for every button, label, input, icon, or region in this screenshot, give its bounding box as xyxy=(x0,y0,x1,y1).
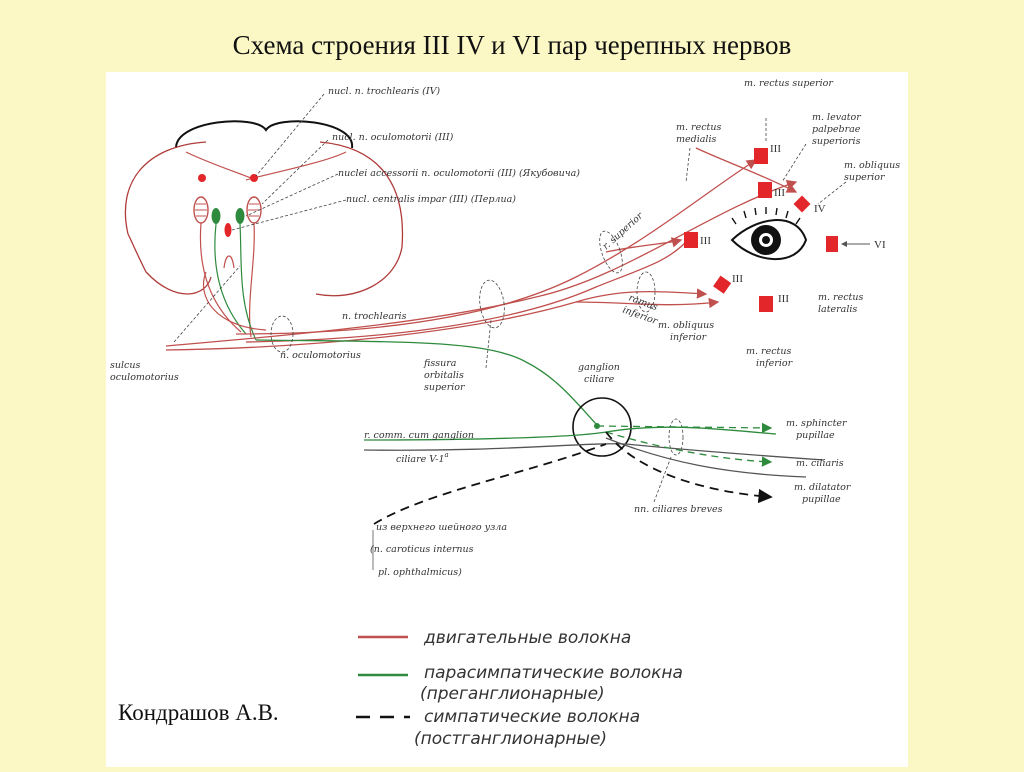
label-nn-ciliares: nn. ciliares breves xyxy=(634,504,723,515)
label-nuclei-accessorii: nuclei accessorii n. oculomotorii (III) … xyxy=(338,168,580,179)
label-m-dilatator-2: pupillae xyxy=(802,494,841,505)
nucleus-trochlear-left xyxy=(198,174,206,182)
muscle-rectus-superior xyxy=(754,148,768,164)
label-m-rectus-inferior-1: m. rectus xyxy=(746,346,791,357)
labels: nucl. n. trochlearis (IV) nucl. n. oculo… xyxy=(110,78,900,578)
legend-symp-1: симпатические волокна xyxy=(424,707,640,727)
label-m-sphincter-2: pupillae xyxy=(796,430,835,441)
label-fissura: fissura xyxy=(423,358,457,369)
muscle-levator xyxy=(758,182,772,198)
label-m-obliquus-inf-1: m. obliquus xyxy=(658,320,714,331)
parasympathetic-root xyxy=(255,339,597,425)
label-m-obliquus-sup-2: superior xyxy=(844,172,886,183)
muscle-rectus-lateralis xyxy=(826,236,838,252)
label-sulcus: sulcus xyxy=(110,360,140,371)
roman-rectus-inferior: III xyxy=(778,293,789,305)
label-ganglion: ganglion xyxy=(578,362,620,373)
muscle-rectus-medialis xyxy=(684,232,698,248)
label-ciliare: ciliare xyxy=(584,374,615,385)
label-m-sphincter-1: m. sphincter xyxy=(786,418,848,429)
label-m-rectus-medialis-1: m. rectus xyxy=(676,122,721,133)
label-nucl-centralis: nucl. centralis impar (III) (Перлиа) xyxy=(346,194,516,205)
label-symp-2: (n. caroticus internus xyxy=(370,544,474,555)
nerve-diagram: nucl. n. trochlearis (IV) nucl. n. oculo… xyxy=(110,78,900,749)
label-m-rectus-lateralis-2: lateralis xyxy=(818,304,857,315)
slide-title: Схема строения III IV и VI пар черепных … xyxy=(232,30,792,60)
legend: двигательные волокна парасимпатические в… xyxy=(356,628,683,749)
muscle-obliquus-inferior xyxy=(713,275,732,294)
label-r-comm-2: ciliare V-1a xyxy=(396,451,449,465)
label-m-ciliaris: m. ciliaris xyxy=(796,458,844,469)
roman-obliquus-inferior: III xyxy=(732,273,743,285)
nerve-trunks xyxy=(165,147,798,425)
label-m-dilatator-1: m. dilatator xyxy=(794,482,852,493)
eye xyxy=(730,207,808,261)
roman-rectus-medialis: III xyxy=(700,235,711,247)
label-symp-3: pl. ophthalmicus) xyxy=(378,567,462,578)
motor-fiber-decussation xyxy=(185,151,347,181)
legend-para-2: (преганглионарные) xyxy=(420,684,605,704)
label-m-levator-2: palpebrae xyxy=(812,124,861,135)
label-m-rectus-inferior-2: inferior xyxy=(756,358,794,369)
label-m-levator-1: m. levator xyxy=(812,112,862,123)
label-r-comm-1: r. comm. cum ganglion xyxy=(364,430,474,441)
nuclei xyxy=(193,174,262,237)
legend-para-1: парасимпатические волокна xyxy=(424,663,683,683)
roman-rectus-superior: III xyxy=(770,143,781,155)
label-m-obliquus-inf-2: inferior xyxy=(670,332,708,343)
label-n-oculomotorius: n. oculomotorius xyxy=(280,350,361,361)
label-m-rectus-superior: m. rectus superior xyxy=(744,78,834,89)
roman-rectus-lateralis: VI xyxy=(874,239,886,251)
roman-levator: III xyxy=(774,187,785,199)
label-orbitalis: orbitalis xyxy=(424,370,464,381)
n-trochlearis-path xyxy=(165,179,798,347)
ganglion-ciliare xyxy=(572,397,632,457)
label-nucl-oculomotorii: nucl. n. oculomotorii (III) xyxy=(332,132,454,143)
ciliary-fibers xyxy=(363,422,825,570)
legend-motor: двигательные волокна xyxy=(423,628,631,648)
label-m-levator-3: superioris xyxy=(812,136,861,147)
label-m-rectus-medialis-2: medialis xyxy=(676,134,716,145)
diagram-panel: nucl. n. trochlearis (IV) nucl. n. oculo… xyxy=(106,72,908,767)
label-nucl-trochlearis: nucl. n. trochlearis (IV) xyxy=(328,86,440,97)
leader-lines xyxy=(173,93,847,503)
label-m-rectus-lateralis-1: m. rectus xyxy=(818,292,863,303)
nucleus-central xyxy=(224,223,232,237)
nucleus-accessory-right xyxy=(235,208,245,224)
label-fissura-superior: superior xyxy=(424,382,466,393)
muscle-obliquus-superior xyxy=(793,195,811,213)
muscle-rectus-inferior xyxy=(759,296,773,312)
label-m-obliquus-sup-1: m. obliquus xyxy=(844,160,900,171)
label-oculomotorius: oculomotorius xyxy=(110,372,179,383)
author-credit: Кондрашов А.В. xyxy=(118,700,279,725)
label-symp-1: из верхнего шейного узла xyxy=(376,522,507,533)
n-oculomotorius-lower xyxy=(245,241,687,343)
fibers-descending xyxy=(199,222,267,341)
brainstem-section xyxy=(124,120,404,297)
label-n-trochlearis: n. trochlearis xyxy=(342,311,407,322)
nucleus-accessory-left xyxy=(211,208,221,224)
muscles xyxy=(684,148,838,312)
roman-obliquus-superior: IV xyxy=(814,203,826,215)
legend-symp-2: (постганглионарные) xyxy=(414,729,607,749)
n-oculomotorius-upper xyxy=(235,159,758,335)
